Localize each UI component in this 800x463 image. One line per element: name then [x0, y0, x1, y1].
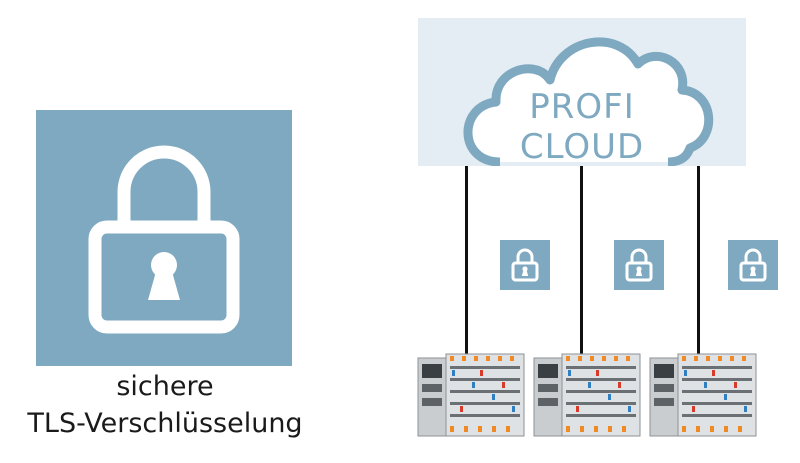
- padlock-icon: [739, 248, 767, 282]
- cloud-icon: [463, 37, 714, 166]
- small-lock-tile-3: [728, 240, 778, 290]
- padlock-icon: [88, 145, 240, 334]
- padlock-icon: [625, 248, 653, 282]
- connection-wire-3: [697, 166, 700, 356]
- caption-line-1: sichere: [116, 371, 214, 402]
- cloud-label-line-2: CLOUD: [519, 127, 645, 167]
- encryption-tile: [36, 110, 292, 366]
- profi-cloud-panel: PROFI CLOUD: [418, 18, 746, 166]
- io-module-icon: [533, 353, 641, 437]
- io-module-icon: [417, 353, 525, 437]
- io-module-icon: [649, 353, 757, 437]
- caption-line-2: TLS-Verschlüsselung: [27, 408, 303, 439]
- io-device-3: [648, 350, 758, 440]
- small-lock-tile-2: [614, 240, 664, 290]
- connection-wire-1: [465, 166, 468, 356]
- cloud-label-line-1: PROFI: [529, 87, 635, 127]
- small-lock-tile-1: [500, 240, 550, 290]
- io-device-2: [532, 350, 642, 440]
- io-device-1: [416, 350, 526, 440]
- connection-wire-2: [580, 166, 583, 356]
- padlock-icon: [511, 248, 539, 282]
